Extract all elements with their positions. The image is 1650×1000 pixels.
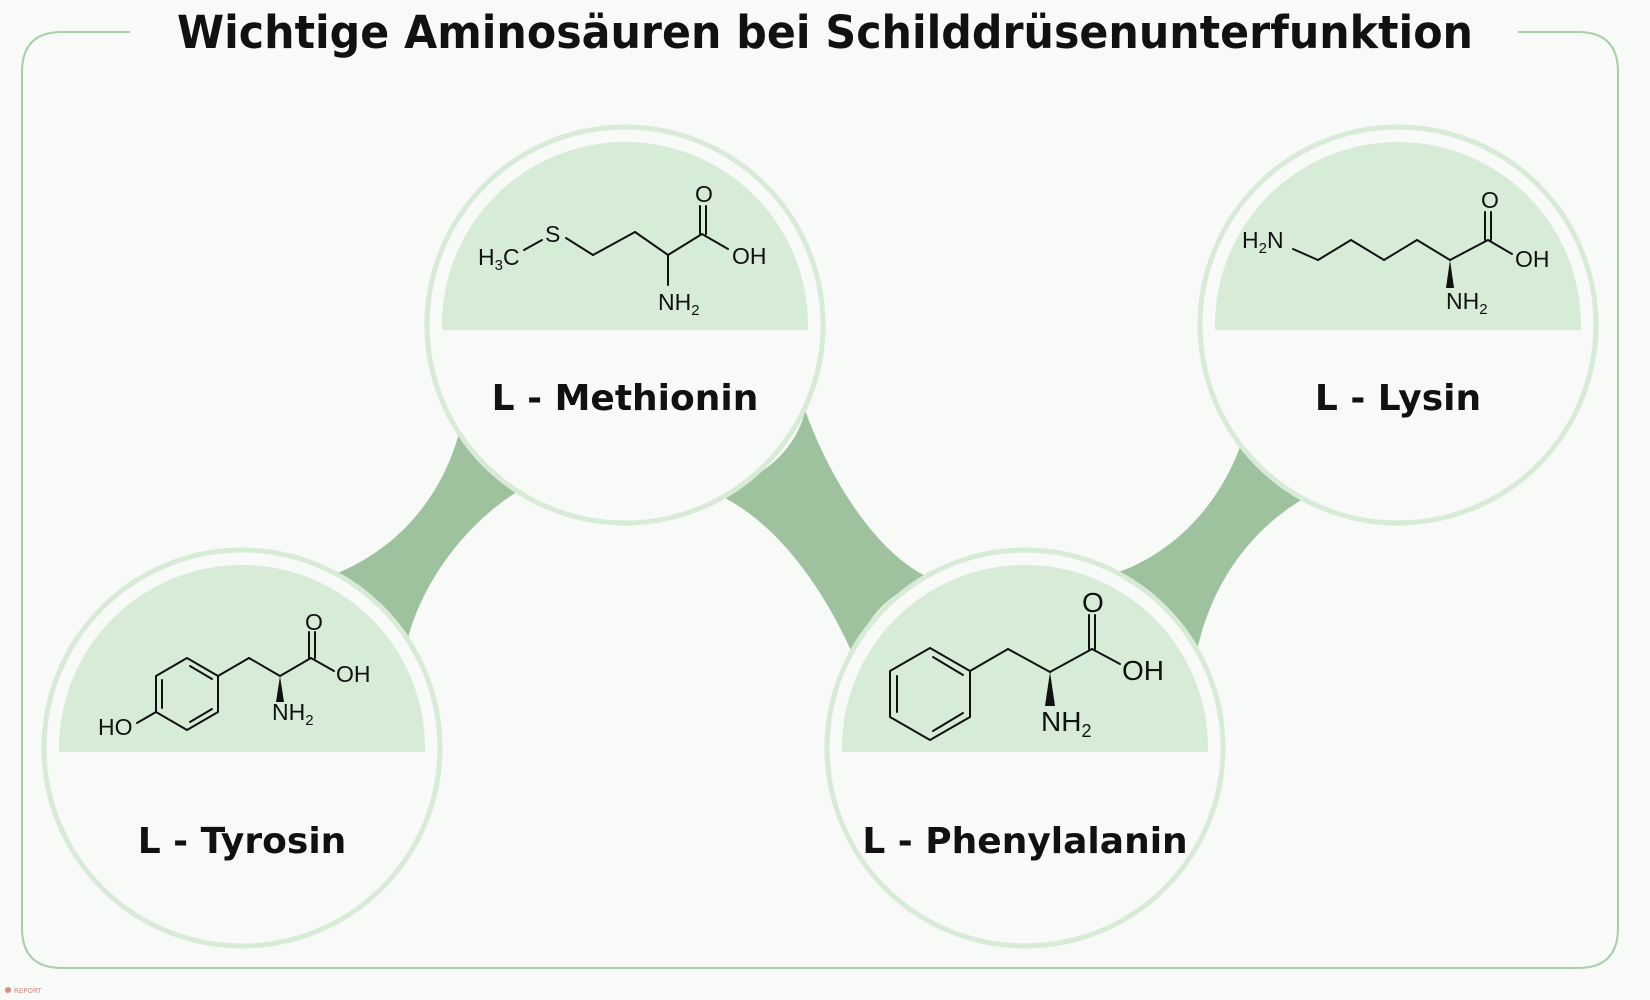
phenylalanin-amine-text: NH <box>1041 706 1081 737</box>
methionin-amine-text: NH <box>658 289 691 315</box>
methionin-carbonyl: O <box>695 181 713 207</box>
lysin-amine-left-h: H <box>1242 227 1259 253</box>
phenylalanin-amine: NH2 <box>1041 706 1091 741</box>
methionin-methyl-sub: 3 <box>495 257 503 274</box>
label-lysin: L - Lysin <box>1315 378 1481 419</box>
structure-panel <box>442 142 808 330</box>
lysin-amine-left-n: N <box>1267 227 1284 253</box>
structure-lysin: H2N O OH NH2 <box>1242 187 1550 318</box>
label-phenylalanin: L - Phenylalanin <box>862 821 1187 862</box>
lysin-acid: OH <box>1515 246 1550 272</box>
label-methionin: L - Methionin <box>492 378 759 419</box>
methionin-methyl-h: H <box>478 244 495 270</box>
lysin-amine-left-sub: 2 <box>1259 240 1267 257</box>
lysin-amine-left: H2N <box>1242 227 1284 257</box>
circle-tyrosin <box>41 547 443 949</box>
label-tyrosin: L - Tyrosin <box>138 821 347 862</box>
methionin-amine-sub: 2 <box>691 302 699 319</box>
tyrosin-carbonyl: O <box>305 609 323 635</box>
structure-phenylalanin: O OH NH2 <box>889 587 1164 741</box>
methionin-sulfur: S <box>545 221 560 247</box>
methionin-methyl-c: C <box>503 244 520 270</box>
structure-methionin: H3C S O OH NH2 <box>478 181 767 319</box>
phenylalanin-amine-sub: 2 <box>1081 721 1091 741</box>
page-title: Wichtige Aminosäuren bei Schilddrüsenunt… <box>177 6 1473 59</box>
circle-methionin <box>424 124 826 526</box>
logo-icon <box>5 987 11 993</box>
structure-tyrosin: HO O OH NH2 <box>98 609 371 740</box>
tyrosin-hydroxyl: HO <box>98 714 133 740</box>
footer-logo: REPORT <box>5 987 42 995</box>
lysin-amine: NH2 <box>1446 288 1488 318</box>
lysin-amine-text: NH <box>1446 288 1479 314</box>
lysin-carbonyl: O <box>1481 187 1499 213</box>
tyrosin-acid: OH <box>336 661 371 687</box>
lysin-amine-sub: 2 <box>1479 301 1487 318</box>
tyrosin-amine-sub: 2 <box>305 712 313 729</box>
methionin-acid: OH <box>732 243 767 269</box>
connector-methionin-phenylalanin <box>712 410 935 660</box>
structure-panel <box>1215 142 1581 330</box>
phenylalanin-acid: OH <box>1122 655 1164 686</box>
footer-mark-text: REPORT <box>14 987 42 995</box>
phenylalanin-carbonyl: O <box>1082 587 1104 618</box>
methionin-amine: NH2 <box>658 289 700 319</box>
tyrosin-amine: NH2 <box>272 699 314 729</box>
frame-border <box>21 31 1619 969</box>
methionin-methyl: H3C <box>478 244 520 274</box>
connector-tyrosin-methionin <box>325 430 520 650</box>
tyrosin-amine-text: NH <box>272 699 305 725</box>
circle-lysin <box>1197 124 1599 526</box>
